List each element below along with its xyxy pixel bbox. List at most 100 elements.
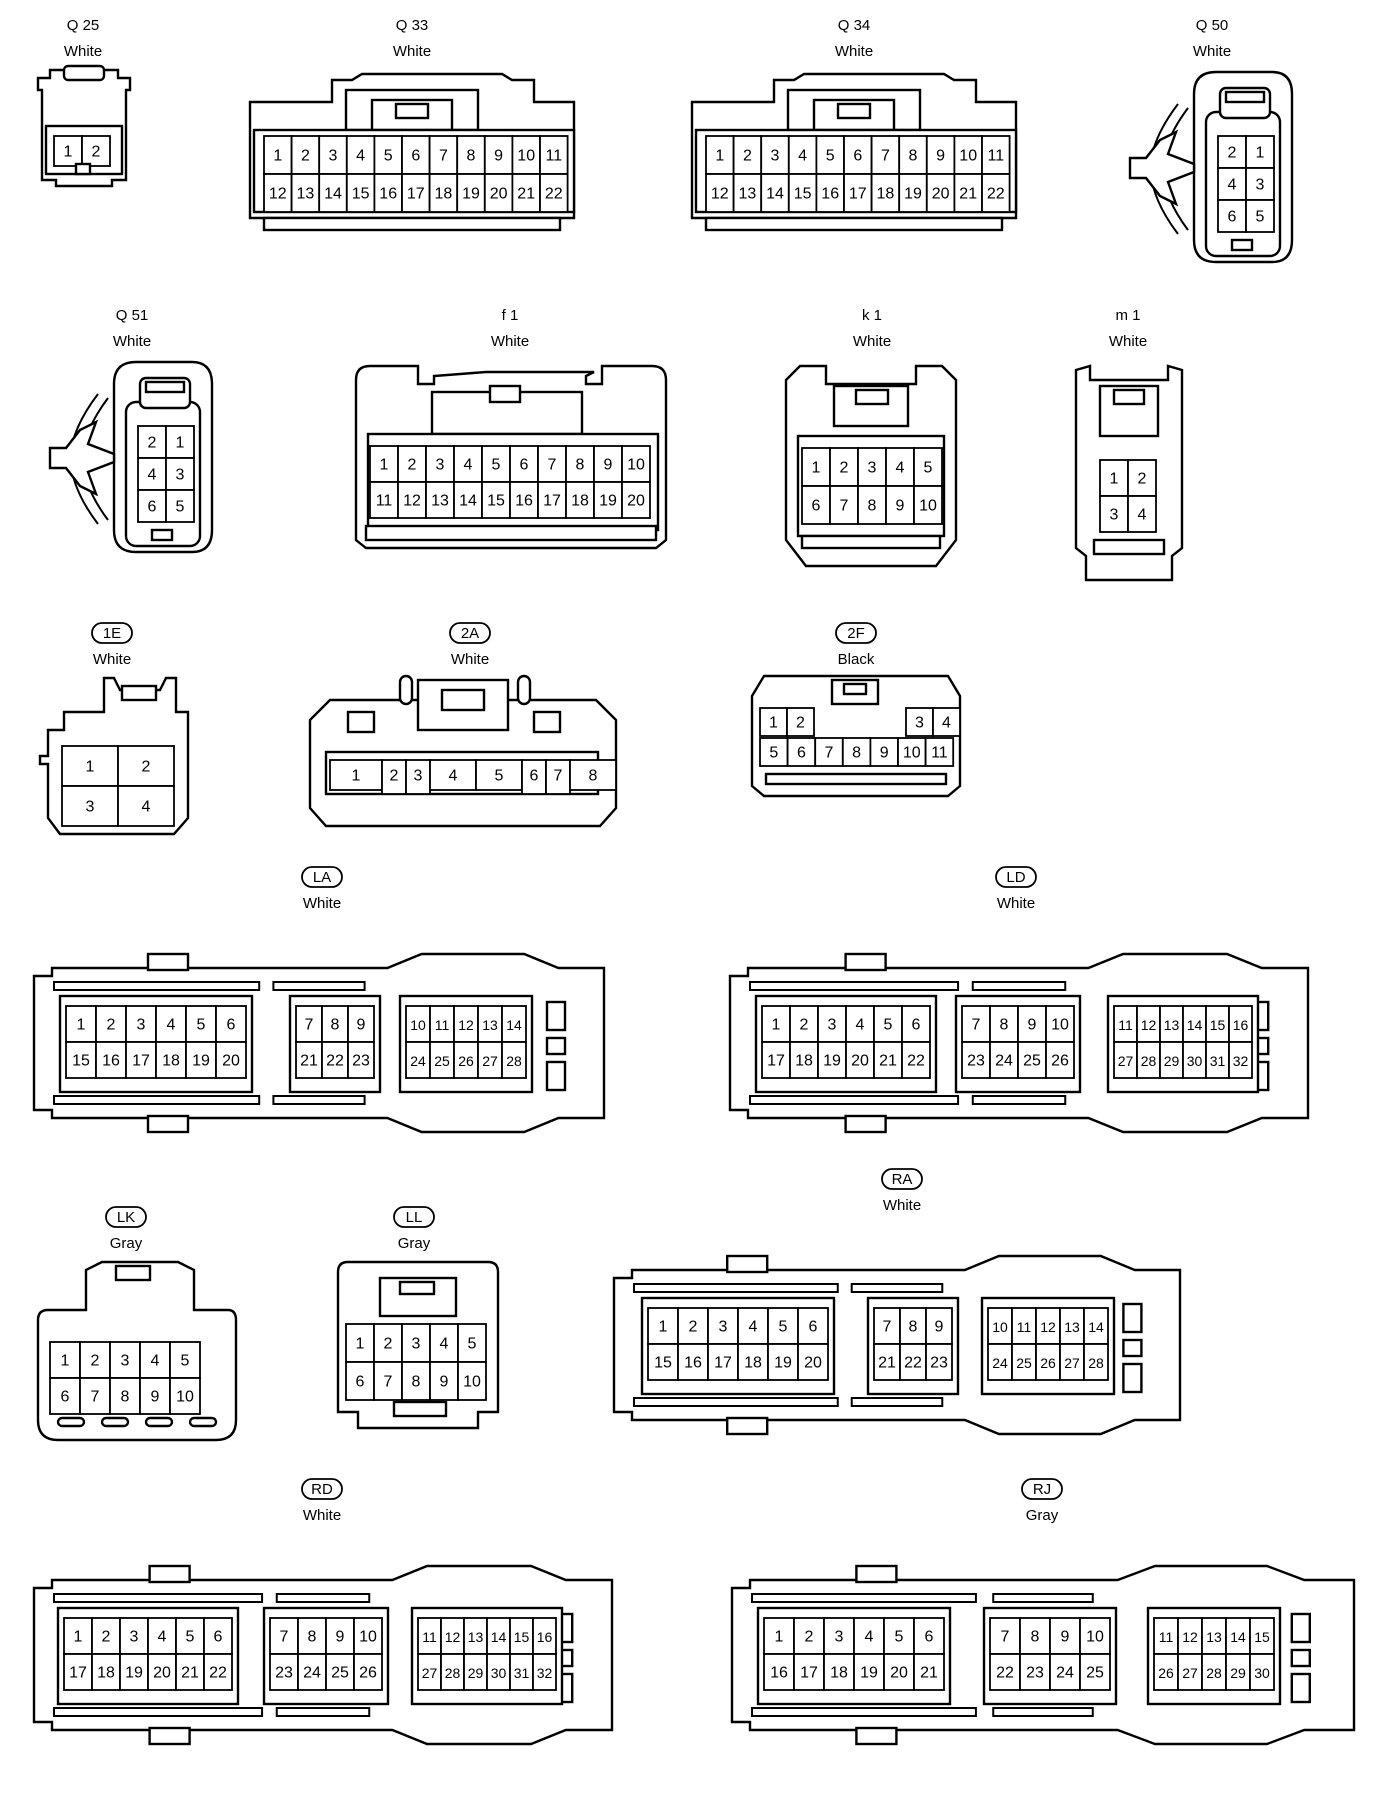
connector-code: 2F <box>847 625 865 642</box>
pin-number: 10 <box>903 745 921 762</box>
pin-cell: 20 <box>797 1343 829 1381</box>
pin-number: 13 <box>468 1629 484 1645</box>
pin-cell: 28 <box>440 1653 465 1691</box>
pin-number: 30 <box>1187 1053 1203 1069</box>
pin-cell: 5 <box>873 1005 903 1043</box>
pin-number: 17 <box>69 1665 87 1682</box>
pin-number: 5 <box>384 148 393 165</box>
connector-color: Gray <box>398 1235 431 1252</box>
pin-number: 9 <box>936 148 945 165</box>
pin-number: 10 <box>919 498 937 515</box>
pin-cell: 4 <box>737 1307 769 1345</box>
pin-number: 13 <box>739 186 757 203</box>
pin-number: 11 <box>1118 1017 1133 1033</box>
pin-cell: 2 <box>117 745 175 787</box>
pin-cell: 18 <box>737 1343 769 1381</box>
connector-color: White <box>393 43 431 60</box>
pin-number: 21 <box>517 186 535 203</box>
pin-number: 14 <box>459 493 477 510</box>
pin-cell: 3 <box>817 1005 847 1043</box>
pin-number: 9 <box>440 1374 449 1391</box>
pin-number: 2 <box>107 1017 116 1034</box>
pin-number: 22 <box>904 1355 922 1372</box>
pin-cell: 8 <box>565 445 595 483</box>
connector-code-oval <box>1021 1478 1063 1500</box>
pin-number: 4 <box>356 148 365 165</box>
pin-number: 1 <box>86 759 95 776</box>
pin-cell: 2 <box>786 707 815 737</box>
pin-cell: 28 <box>1201 1653 1227 1691</box>
pin-cell: 17 <box>761 1041 791 1079</box>
pin-number: 2 <box>408 457 417 474</box>
pin-cell: 9 <box>347 1005 375 1043</box>
pin-cell: 22 <box>899 1343 927 1381</box>
pin-cell: 8 <box>456 135 486 175</box>
pin-number: 8 <box>308 1629 317 1646</box>
pin-number: 18 <box>830 1665 848 1682</box>
connector-code: LA <box>313 869 331 886</box>
pin-cell: 4 <box>147 1617 177 1655</box>
pin-number: 28 <box>506 1053 522 1069</box>
connector-color: White <box>451 651 489 668</box>
pin-number: 20 <box>627 493 645 510</box>
pin-cell: 6 <box>137 489 167 523</box>
pin-number: 11 <box>422 1629 437 1645</box>
connector-code: RJ <box>1033 1481 1051 1498</box>
pin-number: 18 <box>877 186 895 203</box>
pin-cell: 18 <box>428 173 459 213</box>
pin-cell: 2 <box>1217 135 1247 169</box>
pin-number: 19 <box>904 186 922 203</box>
pin-number: 8 <box>1031 1629 1040 1646</box>
pin-number: 21 <box>181 1665 199 1682</box>
pin-number: 14 <box>1088 1319 1104 1335</box>
pin-cell: 8 <box>109 1377 141 1415</box>
pin-number: 8 <box>909 148 918 165</box>
pin-cell: 13 <box>1201 1617 1227 1655</box>
pin-number: 8 <box>576 457 585 474</box>
pin-cell: 24 <box>987 1343 1013 1381</box>
pin-number: 25 <box>434 1053 450 1069</box>
pin-cell: 28 <box>1083 1343 1109 1381</box>
pin-cell: 4 <box>885 447 915 487</box>
pin-number: 15 <box>72 1053 90 1070</box>
pin-number: 31 <box>1210 1053 1226 1069</box>
pin-number: 7 <box>384 1374 393 1391</box>
pin-cell: 28 <box>501 1041 527 1079</box>
connector-code: Q 33 <box>396 17 429 34</box>
pin-number: 15 <box>654 1355 672 1372</box>
pin-cell: 5 <box>1245 199 1275 233</box>
pin-cell: 4 <box>853 1617 885 1655</box>
connector-code-oval <box>91 622 133 644</box>
pin-cell: 24 <box>405 1041 431 1079</box>
pin-number: 7 <box>305 1017 314 1034</box>
pin-number: 1 <box>775 1629 784 1646</box>
pin-cell: 1 <box>1245 135 1275 169</box>
pin-cell: 3 <box>119 1617 149 1655</box>
pin-cell: 4 <box>137 457 167 491</box>
pin-cell: 11 <box>1113 1005 1138 1043</box>
pin-number: 12 <box>445 1629 461 1645</box>
pin-number: 22 <box>987 186 1005 203</box>
pin-cell: 15 <box>787 173 818 213</box>
pin-number: 3 <box>130 1629 139 1646</box>
connector-color: Gray <box>110 1235 143 1252</box>
pin-number: 2 <box>92 144 101 161</box>
pin-number: 15 <box>794 186 812 203</box>
connector-code-oval <box>835 622 877 644</box>
pin-number: 18 <box>571 493 589 510</box>
pin-cell: 10 <box>405 1005 431 1043</box>
